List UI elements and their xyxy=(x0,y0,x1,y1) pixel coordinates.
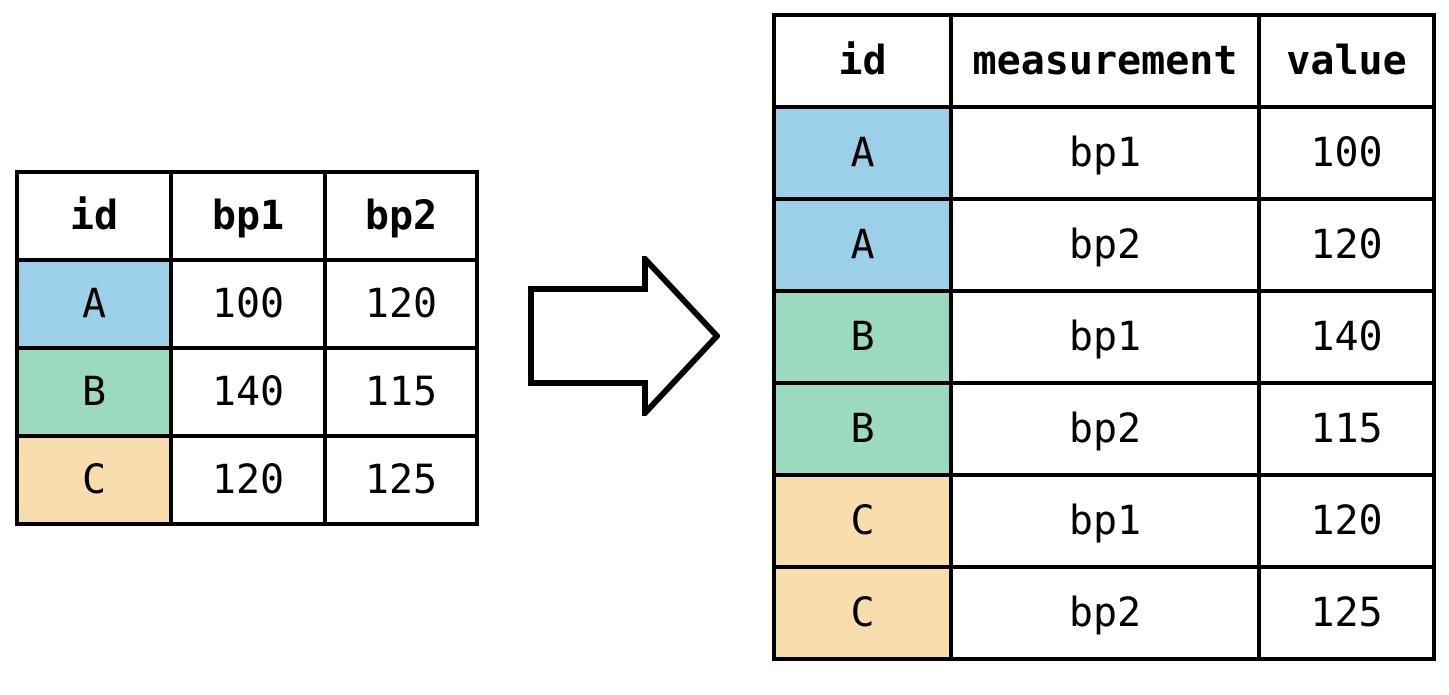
table-row: C bp2 125 xyxy=(772,565,1436,661)
table-row: C bp1 120 xyxy=(772,473,1436,569)
table-row: B 140 115 xyxy=(15,346,479,438)
wide-cell-bp2: 115 xyxy=(323,346,479,438)
wide-cell-id: A xyxy=(15,258,173,350)
long-cell-measurement: bp2 xyxy=(949,565,1261,661)
long-cell-value: 115 xyxy=(1257,381,1436,477)
table-row: A bp2 120 xyxy=(772,197,1436,293)
wide-header-bp2: bp2 xyxy=(323,170,479,262)
right-arrow-shape xyxy=(528,251,722,421)
long-cell-measurement: bp1 xyxy=(949,289,1261,385)
long-cell-id: C xyxy=(772,565,953,661)
long-header-measurement: measurement xyxy=(949,13,1261,109)
wide-cell-id: B xyxy=(15,346,173,438)
wide-format-table: id bp1 bp2 A 100 120 B 140 115 C 120 125 xyxy=(15,170,479,526)
table-header-row: id bp1 bp2 xyxy=(15,170,479,262)
long-cell-id: B xyxy=(772,289,953,385)
long-format-table: id measurement value A bp1 100 A bp2 120… xyxy=(772,13,1436,661)
wide-cell-bp2: 125 xyxy=(323,434,479,526)
table-row: B bp2 115 xyxy=(772,381,1436,477)
long-cell-id: C xyxy=(772,473,953,569)
long-cell-value: 100 xyxy=(1257,105,1436,201)
long-cell-value: 140 xyxy=(1257,289,1436,385)
wide-cell-id: C xyxy=(15,434,173,526)
wide-header-id: id xyxy=(15,170,173,262)
long-cell-measurement: bp2 xyxy=(949,197,1261,293)
table-row: B bp1 140 xyxy=(772,289,1436,385)
wide-header-bp1: bp1 xyxy=(169,170,327,262)
long-cell-id: A xyxy=(772,105,953,201)
long-header-value: value xyxy=(1257,13,1436,109)
long-cell-value: 120 xyxy=(1257,473,1436,569)
long-cell-id: A xyxy=(772,197,953,293)
wide-cell-bp1: 120 xyxy=(169,434,327,526)
long-cell-id: B xyxy=(772,381,953,477)
right-arrow-icon xyxy=(528,251,722,421)
arrow-polygon xyxy=(528,251,722,421)
long-cell-measurement: bp1 xyxy=(949,473,1261,569)
table-header-row: id measurement value xyxy=(772,13,1436,109)
wide-cell-bp2: 120 xyxy=(323,258,479,350)
long-cell-value: 120 xyxy=(1257,197,1436,293)
wide-cell-bp1: 100 xyxy=(169,258,327,350)
table-row: C 120 125 xyxy=(15,434,479,526)
long-cell-value: 125 xyxy=(1257,565,1436,661)
long-cell-measurement: bp2 xyxy=(949,381,1261,477)
table-row: A bp1 100 xyxy=(772,105,1436,201)
long-cell-measurement: bp1 xyxy=(949,105,1261,201)
long-header-id: id xyxy=(772,13,953,109)
wide-cell-bp1: 140 xyxy=(169,346,327,438)
table-row: A 100 120 xyxy=(15,258,479,350)
